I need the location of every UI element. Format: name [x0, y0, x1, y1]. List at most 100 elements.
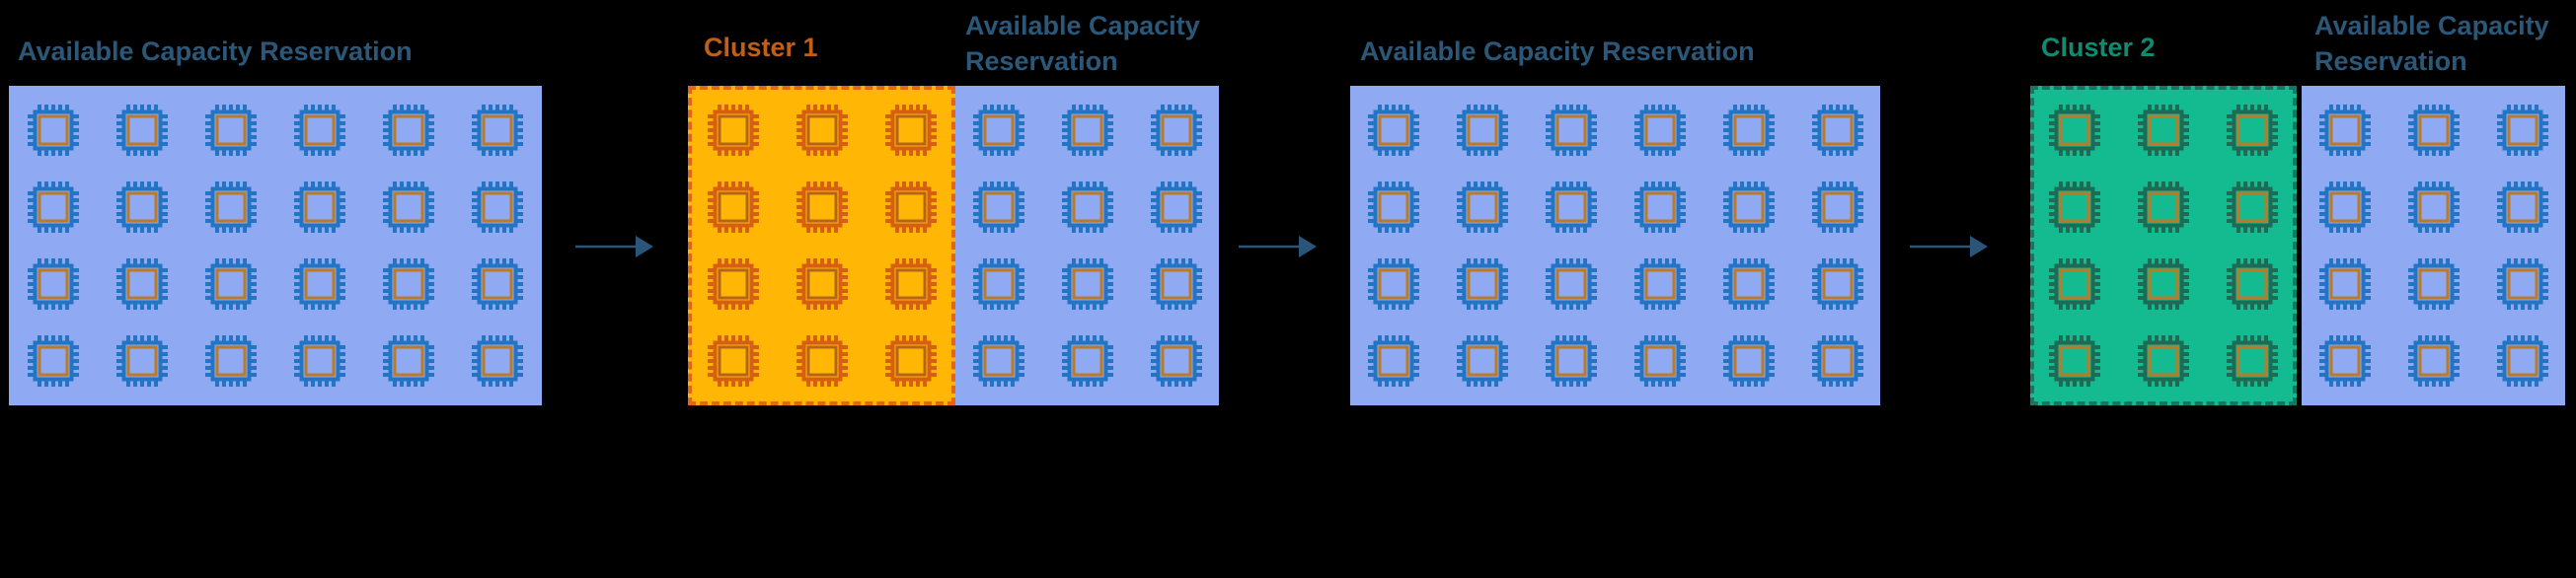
chip-icon	[294, 258, 345, 310]
chip-icon	[1456, 181, 1508, 233]
panel-title-cluster-1: Cluster 1	[704, 33, 818, 62]
chip-icon	[884, 335, 937, 387]
chip-icon	[1150, 335, 1202, 387]
panel-title-reservation-2: Available Capacity Reservation	[965, 11, 1200, 76]
chip-icon	[2496, 105, 2548, 156]
chip-icon	[1367, 105, 1419, 156]
chip-icon	[1367, 335, 1419, 387]
chip-icon	[1722, 258, 1775, 310]
chip-icon	[1456, 335, 1508, 387]
chip-icon	[1545, 181, 1597, 233]
chip-icon	[2318, 105, 2371, 156]
chip-icon	[1722, 105, 1775, 156]
chip-icon	[205, 181, 257, 233]
chip-icon	[1633, 105, 1686, 156]
chip-icon	[2496, 181, 2548, 233]
chip-icon	[116, 181, 168, 233]
chip-icon	[2138, 181, 2189, 233]
chip-icon	[2318, 258, 2371, 310]
chip-icon	[1633, 335, 1686, 387]
chip-icon	[972, 335, 1024, 387]
chip-icon	[796, 258, 848, 310]
chip-icon	[28, 105, 79, 156]
chip-icon	[1061, 335, 1113, 387]
chip-icon	[796, 105, 848, 156]
chip-icon	[2049, 335, 2100, 387]
chip-icon	[1150, 181, 1202, 233]
chip-icon	[116, 335, 168, 387]
chip-icon	[1456, 258, 1508, 310]
chip-icon	[1061, 105, 1113, 156]
chip-icon	[294, 105, 345, 156]
chip-icon	[707, 335, 759, 387]
chip-icon	[1367, 181, 1419, 233]
arrow-right-icon	[575, 234, 654, 259]
chip-icon	[707, 181, 759, 233]
cluster-1-box	[688, 86, 955, 405]
panel-title-reservation-4: Available Capacity Reservation	[2314, 11, 2549, 76]
chip-icon	[1811, 181, 1863, 233]
chip-icon	[2496, 335, 2548, 387]
chip-icon	[2407, 181, 2460, 233]
chip-icon	[884, 105, 937, 156]
chip-icon	[1545, 335, 1597, 387]
chip-icon	[472, 105, 523, 156]
cluster-2-box	[2030, 86, 2297, 405]
chip-icon	[383, 105, 434, 156]
chip-icon	[972, 258, 1024, 310]
arrow-right-icon	[1910, 234, 1989, 259]
panel-title-reservation-3: Available Capacity Reservation	[1360, 36, 1755, 66]
chip-icon	[2407, 258, 2460, 310]
chip-icon	[1811, 335, 1863, 387]
chip-icon	[294, 335, 345, 387]
panel-title-reservation-1: Available Capacity Reservation	[18, 36, 413, 66]
chip-icon	[2407, 335, 2460, 387]
chip-icon	[2049, 105, 2100, 156]
chip-icon	[1811, 105, 1863, 156]
chip-icon	[884, 258, 937, 310]
chip-icon	[1633, 258, 1686, 310]
chip-icon	[2138, 105, 2189, 156]
chip-icon	[2407, 105, 2460, 156]
chip-icon	[2138, 335, 2189, 387]
chip-icon	[294, 181, 345, 233]
chip-icon	[1545, 258, 1597, 310]
chip-icon	[2227, 105, 2278, 156]
chip-icon	[472, 335, 523, 387]
chip-icon	[707, 105, 759, 156]
chip-icon	[884, 181, 937, 233]
chip-icon	[383, 258, 434, 310]
chip-icon	[205, 335, 257, 387]
chip-icon	[472, 258, 523, 310]
chip-icon	[1633, 181, 1686, 233]
capacity-reservation-box-2	[955, 86, 1219, 405]
chip-icon	[2227, 258, 2278, 310]
chip-icon	[796, 335, 848, 387]
capacity-reservation-box-1	[9, 86, 542, 405]
panel-title-cluster-2: Cluster 2	[2041, 33, 2156, 62]
chip-icon	[205, 258, 257, 310]
chip-icon	[116, 258, 168, 310]
chip-icon	[2318, 181, 2371, 233]
chip-icon	[2227, 335, 2278, 387]
chip-icon	[2227, 181, 2278, 233]
chip-icon	[972, 181, 1024, 233]
chip-icon	[2318, 335, 2371, 387]
chip-icon	[1456, 105, 1508, 156]
chip-icon	[2049, 181, 2100, 233]
chip-icon	[1061, 258, 1113, 310]
capacity-reservation-box-3	[1350, 86, 1880, 405]
chip-icon	[383, 335, 434, 387]
chip-icon	[1150, 258, 1202, 310]
chip-icon	[28, 335, 79, 387]
chip-icon	[2138, 258, 2189, 310]
chip-icon	[2496, 258, 2548, 310]
chip-icon	[1722, 335, 1775, 387]
chip-icon	[796, 181, 848, 233]
chip-icon	[707, 258, 759, 310]
chip-icon	[2049, 258, 2100, 310]
chip-icon	[1722, 181, 1775, 233]
chip-icon	[28, 258, 79, 310]
capacity-reservation-box-4	[2302, 86, 2565, 405]
